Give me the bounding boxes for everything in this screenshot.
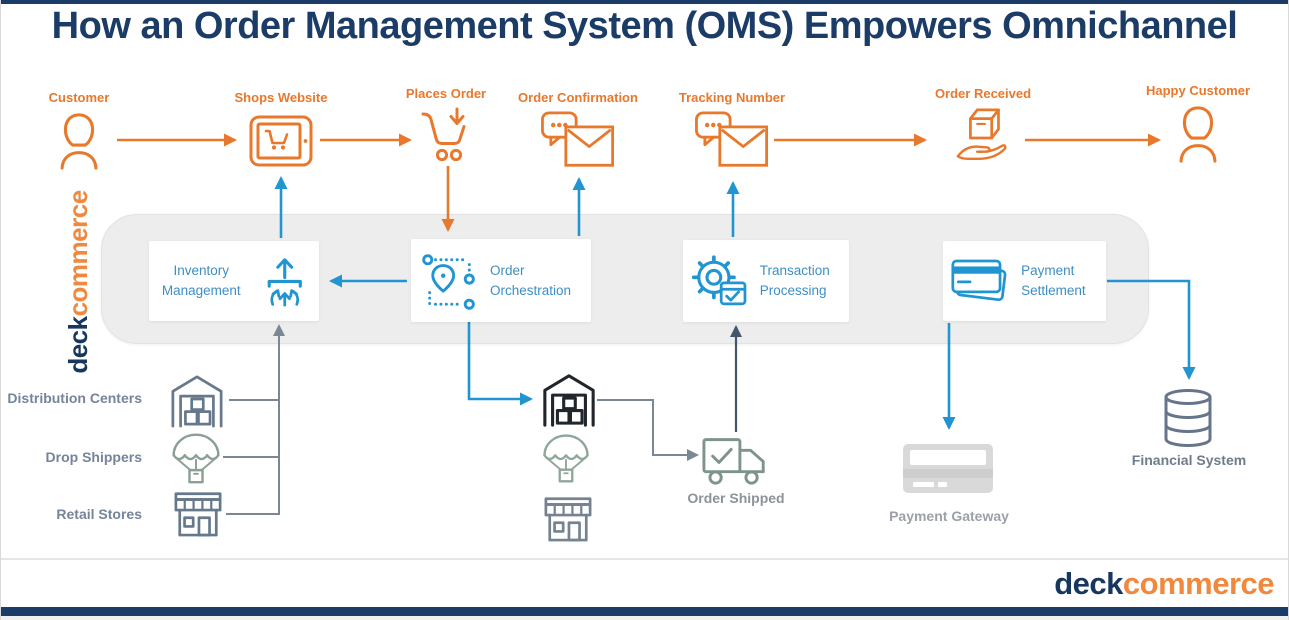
- order-shipped-label: Order Shipped: [687, 490, 785, 506]
- top-accent-bar: [1, 0, 1288, 4]
- flow-node-label: Tracking Number: [678, 90, 786, 105]
- box-hand-icon: [956, 108, 1007, 160]
- module-label: Order Orchestration: [490, 262, 572, 298]
- flow-node-label: Order Confirmation: [518, 90, 638, 105]
- arrow-orchestration-to-warehouse: [467, 322, 533, 406]
- footer-divider: [1, 558, 1288, 560]
- message-envelope-icon: [541, 111, 615, 167]
- footer-brand-accent: commerce: [1122, 566, 1275, 601]
- cart-icon: [421, 107, 466, 162]
- message-envelope-icon: [695, 111, 769, 167]
- module-label: Payment Settlement: [1021, 263, 1086, 298]
- truck-check-icon: [702, 438, 765, 485]
- payment-gateway-label: Payment Gateway: [889, 508, 1009, 524]
- financial-system-label: Financial System: [1131, 452, 1247, 468]
- website-tablet-icon: [249, 115, 313, 167]
- flow-node-tracking-number: Tracking Number: [667, 90, 797, 169]
- flow-node-label: Customer: [48, 90, 110, 105]
- source-label-distribution-centers: Distribution Centers: [7, 390, 142, 406]
- parachute-icon: [543, 434, 589, 483]
- credit-cards-icon: [951, 259, 1007, 302]
- flow-node-label: Happy Customer: [1145, 83, 1251, 98]
- storefront-icon: [174, 492, 222, 537]
- customer-icon: [1179, 106, 1217, 163]
- parachute-icon: [172, 433, 220, 484]
- module-label: Inventory Management: [161, 263, 241, 298]
- warehouse-icon: [171, 375, 223, 428]
- source-label-drop-shippers: Drop Shippers: [45, 449, 142, 465]
- source-label-retail-stores: Retail Stores: [56, 506, 142, 522]
- flow-node-order-received: Order Received: [918, 86, 1048, 167]
- payment-gateway-card-icon: [903, 444, 993, 493]
- flow-node-label: Places Order: [405, 86, 487, 101]
- footer-brand-dark: deck: [1054, 566, 1123, 601]
- footer-brand-logo: deckcommerce: [1054, 566, 1274, 602]
- arrow-settlement-to-financial-system: [1107, 279, 1196, 380]
- gear-checklist-icon: [691, 255, 747, 306]
- flow-node-label: Shops Website: [234, 90, 328, 105]
- route-pin-icon: [422, 253, 475, 310]
- flow-node-shops-website: Shops Website: [216, 90, 346, 167]
- bottom-strip: [1, 616, 1288, 620]
- module-payment-settlement: Payment Settlement: [943, 241, 1106, 321]
- flow-node-label: Order Received: [934, 86, 1032, 101]
- flow-node-happy-customer: Happy Customer: [1133, 83, 1263, 164]
- financial-system-database-icon: [1164, 389, 1212, 448]
- module-transaction-processing: Transaction Processing: [683, 240, 849, 322]
- arrow-sources-to-inventory: [226, 324, 285, 515]
- flow-node-places-order: Places Order: [381, 86, 511, 163]
- arrow-warehouse-to-truck: [597, 399, 699, 461]
- flow-node-order-confirmation: Order Confirmation: [513, 90, 643, 169]
- page-title: How an Order Management System (OMS) Emp…: [51, 5, 1238, 47]
- flow-node-customer: Customer: [14, 90, 144, 171]
- module-inventory-management: Inventory Management: [149, 241, 319, 321]
- customer-icon: [60, 113, 98, 170]
- module-label: Transaction Processing: [759, 263, 830, 298]
- bottom-accent-bar: [1, 607, 1288, 616]
- module-order-orchestration: Order Orchestration: [411, 239, 591, 322]
- inventory-arrows-icon: [267, 258, 302, 307]
- storefront-icon: [544, 497, 592, 542]
- warehouse-icon: [543, 374, 595, 427]
